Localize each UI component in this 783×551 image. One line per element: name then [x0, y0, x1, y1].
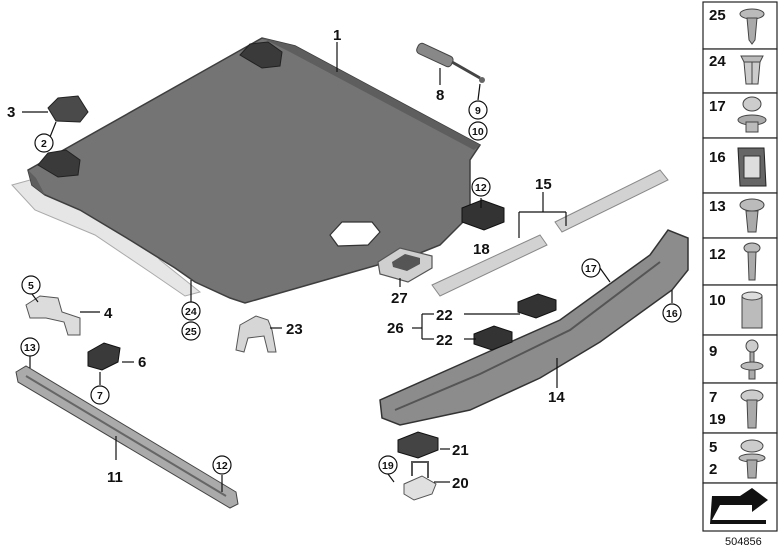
rail-part: [15, 365, 239, 509]
spring-clip-icon: [737, 147, 767, 187]
callout-18: 18: [473, 241, 490, 258]
svg-text:16: 16: [709, 149, 726, 166]
svg-text:19: 19: [709, 411, 726, 428]
retainer-part: [397, 431, 439, 459]
callout-13: 13: [24, 342, 36, 354]
callout-9: 9: [475, 105, 481, 117]
callout-24: 24: [185, 306, 197, 318]
legend-cell-5-2: 5 2: [702, 432, 778, 484]
legend-cell-10: 10: [702, 284, 778, 336]
callout-4: 4: [104, 305, 113, 322]
switch-part: [87, 342, 121, 371]
legend-cell-9: 9: [702, 334, 778, 384]
callout-2: 2: [41, 138, 47, 150]
hex-nut-icon: [741, 291, 763, 329]
svg-text:2: 2: [709, 461, 717, 478]
legend-cell-24: 24: [702, 48, 778, 94]
callout-3: 3: [7, 104, 15, 121]
trim-strips-part: [431, 169, 669, 297]
callout-14: 14: [548, 389, 565, 406]
svg-text:9: 9: [709, 343, 717, 360]
legend-cell-25: 25: [702, 1, 778, 50]
svg-text:17: 17: [709, 98, 726, 115]
callout-7: 7: [97, 390, 103, 402]
holder-part: [25, 295, 81, 336]
callout-22-b: 22: [436, 332, 453, 349]
legend-cell-13: 13: [702, 192, 778, 239]
svg-text:10: 10: [709, 292, 726, 309]
svg-text:13: 13: [709, 198, 726, 215]
legend-cell-7-19: 7 19: [702, 382, 778, 434]
svg-text:12: 12: [709, 246, 726, 263]
callout-19: 19: [382, 460, 394, 472]
collar-bolt-icon: [738, 439, 766, 479]
ball-stud-icon: [740, 339, 764, 380]
callout-15: 15: [535, 176, 552, 193]
svg-text:25: 25: [709, 7, 726, 24]
callout-16: 16: [666, 308, 678, 320]
clip-part-b: [473, 325, 513, 351]
legend-cell-symbol: [702, 482, 778, 532]
callout-21: 21: [452, 442, 469, 459]
svg-text:24: 24: [709, 53, 726, 70]
expanding-clip-icon: [740, 55, 764, 85]
callout-26: 26: [387, 320, 404, 337]
callout-circles: [20, 100, 682, 475]
callout-17: 17: [585, 263, 597, 275]
bracket-23-part: [235, 315, 277, 353]
legend-cell-17: 17: [702, 92, 778, 139]
flange-screw-icon: [739, 198, 765, 233]
callout-25: 25: [185, 326, 197, 338]
callout-1: 1: [333, 27, 341, 44]
screw-icon: [743, 242, 761, 281]
torx-bolt-icon: [740, 389, 764, 429]
callouts: 1 3 2 8 9 10 15 12 18 27 4 5 24 25 23 6 …: [7, 27, 678, 492]
svg-text:5: 5: [709, 439, 717, 456]
callout-10: 10: [472, 126, 484, 138]
callout-22-a: 22: [436, 307, 453, 324]
torx-screw-icon: [739, 8, 765, 45]
rear-trim-part: [379, 229, 689, 426]
gas-strut-part: [416, 42, 485, 83]
lashing-eye-part: [403, 461, 437, 501]
bracket-part: [461, 199, 505, 231]
callout-27: 27: [391, 290, 408, 307]
handle-cover-part: [377, 247, 433, 283]
callout-12-top: 12: [475, 182, 487, 194]
cap-part: [47, 95, 89, 123]
callout-8: 8: [436, 87, 444, 104]
callout-20: 20: [452, 475, 469, 492]
clip-part-a: [517, 293, 557, 319]
legend-cell-16: 16: [702, 137, 778, 194]
callout-23: 23: [286, 321, 303, 338]
callout-5: 5: [28, 280, 34, 292]
callout-12-bottom: 12: [216, 460, 228, 472]
document-number: 504856: [725, 536, 762, 548]
arrow-symbol-icon: [710, 488, 768, 524]
svg-text:7: 7: [709, 389, 717, 406]
fastener-legend: 25 24 17: [702, 1, 778, 532]
floor-panel-part: [27, 37, 482, 304]
plastic-rivet-icon: [737, 96, 767, 133]
legend-cell-12: 12: [702, 237, 778, 286]
leader-lines: [22, 42, 673, 492]
callout-11: 11: [107, 469, 123, 486]
callout-6: 6: [138, 354, 146, 371]
